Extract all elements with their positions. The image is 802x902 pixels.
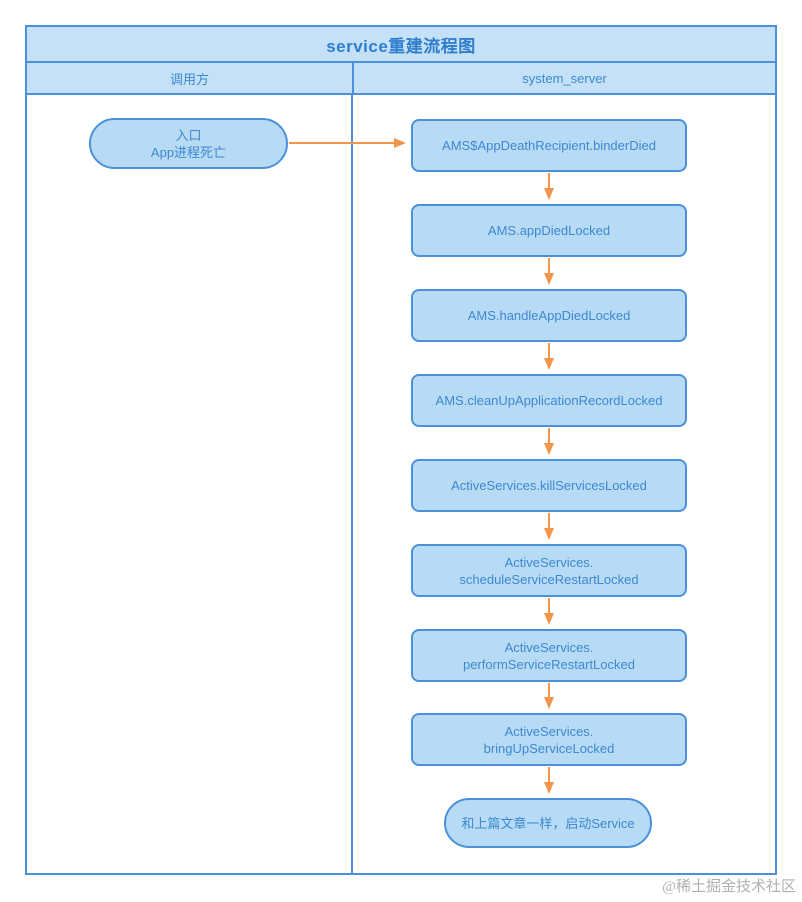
entry-node-app-process-death: 入口 App进程死亡 bbox=[89, 118, 288, 169]
flow-node-label: ActiveServices. bbox=[504, 723, 594, 739]
entry-node-label: App进程死亡 bbox=[150, 144, 227, 160]
flow-node-label: scheduleServiceRestartLocked bbox=[459, 571, 639, 587]
flow-node-label: AMS.appDiedLocked bbox=[487, 223, 611, 238]
flow-node-label: AMS$AppDeathRecipient.binderDied bbox=[442, 138, 656, 153]
flow-node-bring-up-service-locked: ActiveServices. bringUpServiceLocked bbox=[411, 713, 687, 766]
end-node-start-service: 和上篇文章一样，启动Service bbox=[444, 798, 652, 848]
flow-node-perform-service-restart-locked: ActiveServices. performServiceRestartLoc… bbox=[411, 629, 687, 682]
lane-header-system-server: system_server bbox=[352, 61, 777, 95]
diagram-title: service重建流程图 bbox=[25, 25, 777, 63]
end-node-label: 和上篇文章一样，启动Service bbox=[461, 815, 635, 831]
flow-node-label: bringUpServiceLocked bbox=[483, 740, 615, 756]
entry-node-label: 入口 bbox=[175, 127, 202, 143]
lane-header-caller: 调用方 bbox=[25, 61, 354, 95]
flow-node-binder-died: AMS$AppDeathRecipient.binderDied bbox=[411, 119, 687, 172]
flow-node-kill-services-locked: ActiveServices.killServicesLocked bbox=[411, 459, 687, 512]
flow-node-label: ActiveServices. bbox=[504, 639, 594, 655]
flow-node-app-died-locked: AMS.appDiedLocked bbox=[411, 204, 687, 257]
flow-node-cleanup-application-record-locked: AMS.cleanUpApplicationRecordLocked bbox=[411, 374, 687, 427]
lane-divider bbox=[351, 93, 353, 875]
watermark: @稀土掘金技术社区 bbox=[662, 879, 796, 895]
flow-node-label: performServiceRestartLocked bbox=[463, 656, 635, 672]
flow-node-handle-app-died-locked: AMS.handleAppDiedLocked bbox=[411, 289, 687, 342]
flow-node-schedule-service-restart-locked: ActiveServices. scheduleServiceRestartLo… bbox=[411, 544, 687, 597]
flow-node-label: ActiveServices. bbox=[504, 554, 594, 570]
flow-node-label: AMS.handleAppDiedLocked bbox=[467, 308, 631, 323]
flow-node-label: ActiveServices.killServicesLocked bbox=[451, 478, 647, 493]
flow-node-label: AMS.cleanUpApplicationRecordLocked bbox=[435, 393, 663, 408]
